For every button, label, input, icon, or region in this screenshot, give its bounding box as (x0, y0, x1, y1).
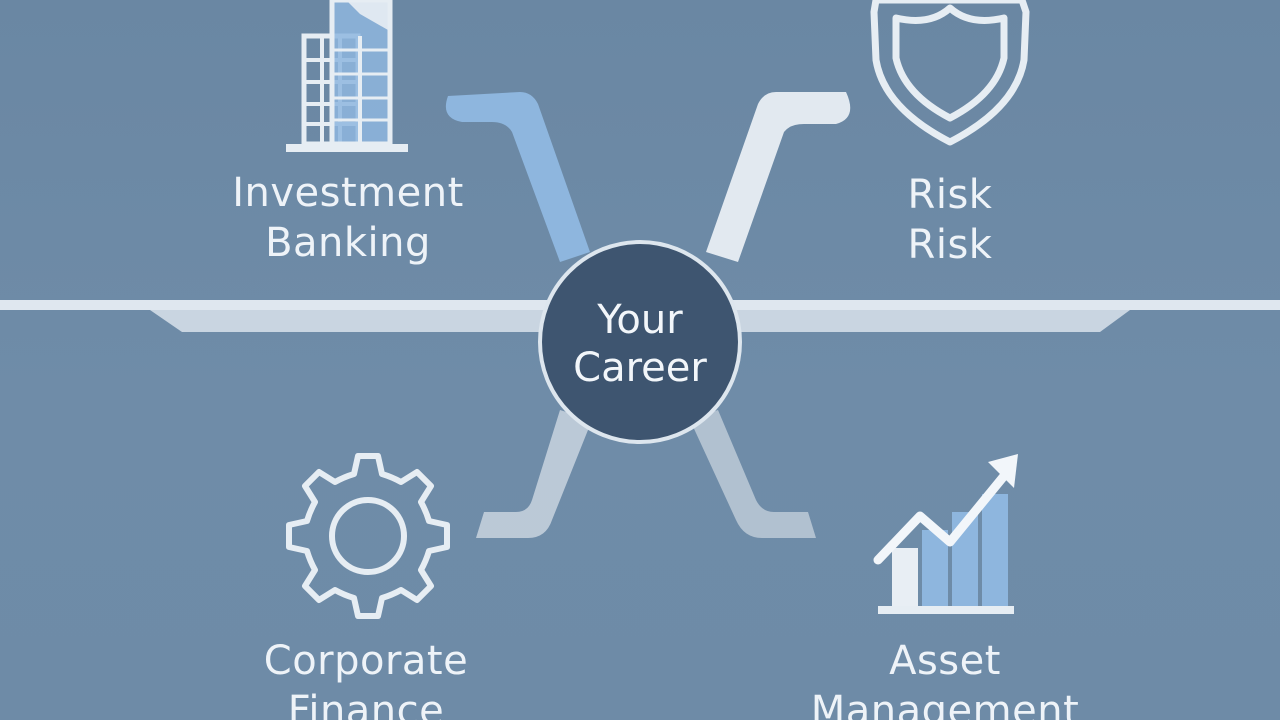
shield-icon (870, 0, 1030, 146)
corporate-finance-label: Corporate Finance (256, 636, 476, 720)
risk-label: Risk Risk (870, 170, 1030, 270)
growth-chart-icon (873, 454, 1018, 614)
risk-line2: Risk (907, 222, 993, 268)
corporate-finance-line1: Corporate (263, 638, 469, 684)
risk-line1: Risk (907, 172, 993, 218)
center-label-line1: Your (597, 297, 683, 343)
gear-icon (286, 453, 450, 619)
connector-risk (706, 92, 851, 262)
connector-investment-banking (445, 92, 590, 262)
asset-management-label: Asset Management (800, 636, 1090, 720)
building-icon (286, 0, 408, 152)
connector-asset-management (690, 410, 816, 538)
center-label-line2: Career (573, 345, 707, 391)
asset-management-line2: Management (810, 688, 1080, 720)
investment-banking-label: Investment Banking (228, 168, 468, 268)
investment-banking-line2: Banking (265, 220, 431, 266)
horizontal-divider (0, 300, 1280, 332)
corporate-finance-line2: Finance (287, 688, 445, 720)
connector-corporate-finance (476, 410, 592, 538)
center-label: Your Career (540, 296, 740, 392)
investment-banking-line1: Investment (232, 170, 464, 216)
asset-management-line1: Asset (889, 638, 1001, 684)
center-circle (538, 240, 742, 444)
